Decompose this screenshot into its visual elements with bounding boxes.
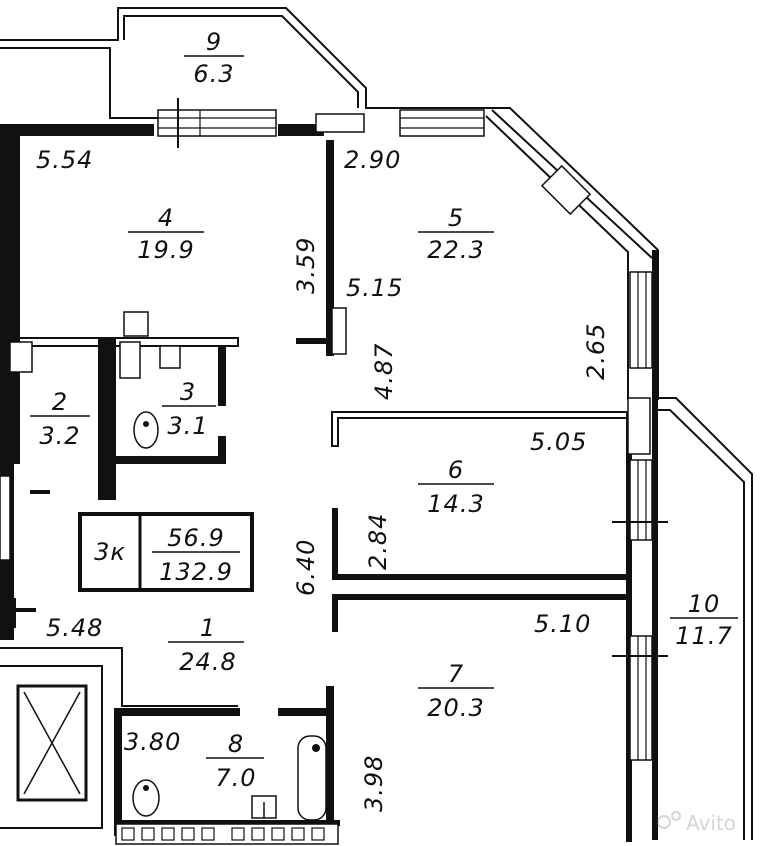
washbasin — [159, 345, 181, 369]
room-3-number: 3 — [180, 378, 196, 406]
dimension-labels: 5.54 2.90 3.59 5.15 2.65 4.87 5.05 2.84 … — [36, 146, 610, 812]
room-7-area: 20.3 — [427, 694, 484, 722]
walls — [0, 7, 753, 842]
dim-room5-width: 2.90 — [344, 146, 401, 174]
vent-shaft — [9, 341, 33, 373]
dim-room4-depth: 3.59 — [292, 237, 320, 294]
dim-hall-depth: 6.40 — [292, 539, 320, 596]
bathtub — [297, 735, 327, 821]
vent-shaft — [123, 311, 149, 337]
room-1-area: 24.8 — [179, 648, 236, 676]
room-6-area: 14.3 — [427, 490, 484, 518]
room-6-number: 6 — [448, 456, 464, 484]
dim-room7-depth: 3.98 — [360, 755, 388, 812]
room-9-number: 9 — [206, 28, 222, 56]
room-9-area: 6.3 — [193, 60, 234, 88]
room-10-area: 11.7 — [675, 622, 732, 650]
toilet-3 — [133, 411, 159, 449]
rooms-count-label: 3к — [94, 538, 126, 566]
dim-room5-depth: 4.87 — [370, 343, 398, 400]
room-10-number: 10 — [688, 590, 721, 618]
room-8-area: 7.0 — [215, 764, 256, 792]
dim-hall-width: 5.48 — [46, 614, 103, 642]
dim-room5-inner: 5.15 — [346, 274, 403, 302]
windows — [115, 98, 668, 845]
room-2-number: 2 — [52, 388, 68, 416]
dim-room6-width: 5.05 — [530, 428, 587, 456]
toilet-8 — [132, 779, 160, 817]
room-8-number: 8 — [228, 730, 244, 758]
room-1-number: 1 — [200, 614, 216, 642]
watermark-text: Avito — [686, 811, 736, 835]
room-7-number: 7 — [448, 660, 464, 688]
dim-room7-width: 5.10 — [534, 610, 591, 638]
room-4-area: 19.9 — [137, 236, 194, 264]
living-area-label: 56.9 — [167, 524, 224, 552]
room-5-number: 5 — [448, 204, 464, 232]
avito-logo-icon — [657, 815, 671, 829]
dim-bath-width: 3.80 — [124, 728, 181, 756]
room-3-area: 3.1 — [167, 412, 208, 440]
dim-room5-side: 2.65 — [582, 323, 610, 380]
apartment-summary: 3к 56.9 132.9 — [78, 512, 254, 592]
room-5-area: 22.3 — [427, 236, 484, 264]
fixtures — [9, 307, 347, 821]
column — [331, 307, 347, 355]
room-labels: 9 6.3 4 19.9 5 22.3 2 3.2 3 3.1 6 14.3 1… — [30, 28, 738, 792]
room-4-number: 4 — [158, 204, 174, 232]
total-area-label: 132.9 — [159, 558, 233, 586]
vent-shaft — [119, 341, 141, 379]
dim-room6-depth: 2.84 — [364, 513, 392, 570]
watermark: Avito — [657, 811, 736, 835]
dim-room4-width: 5.54 — [36, 146, 93, 174]
room-2-area: 3.2 — [39, 422, 80, 450]
